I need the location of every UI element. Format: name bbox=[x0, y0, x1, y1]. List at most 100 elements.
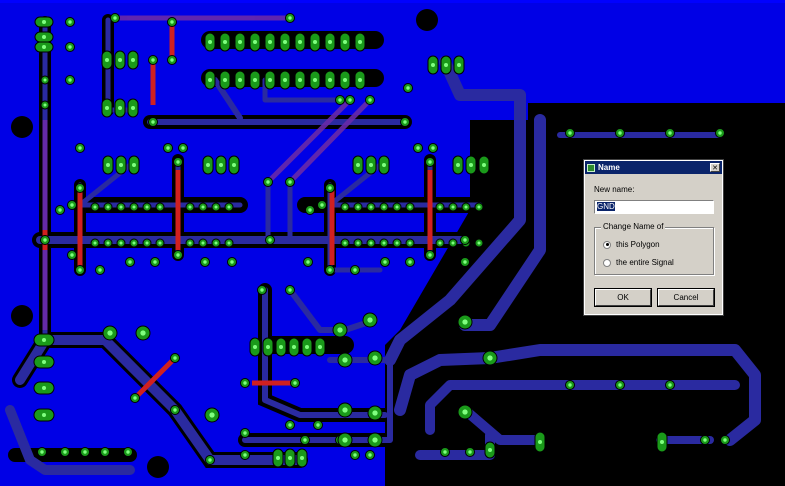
pad-drill bbox=[132, 241, 136, 245]
component-pads[interactable] bbox=[33, 13, 730, 468]
pad-drill bbox=[356, 205, 360, 209]
pad-drill bbox=[305, 345, 309, 349]
pad-drill bbox=[382, 163, 386, 167]
pad-drill bbox=[266, 345, 270, 349]
pad-drill bbox=[118, 58, 122, 62]
pad-drill bbox=[170, 58, 174, 62]
pad-drill bbox=[568, 383, 572, 387]
pad-drill bbox=[40, 450, 44, 454]
pad-drill bbox=[343, 40, 347, 44]
pad-drill bbox=[463, 238, 467, 242]
pad-drill bbox=[151, 120, 155, 124]
cancel-button[interactable]: Cancel bbox=[657, 288, 715, 307]
pad-drill bbox=[443, 450, 447, 454]
pad-drill bbox=[368, 98, 372, 102]
pad-drill bbox=[208, 78, 212, 82]
new-name-input[interactable]: GND bbox=[594, 200, 714, 214]
pad-drill bbox=[223, 40, 227, 44]
pad-drill bbox=[477, 205, 481, 209]
pad-drill bbox=[113, 16, 117, 20]
pad-drill bbox=[395, 241, 399, 245]
app-icon bbox=[587, 163, 595, 172]
radio-this-polygon-control[interactable] bbox=[603, 240, 611, 249]
pad-drill bbox=[451, 205, 455, 209]
radio-this-polygon[interactable]: this Polygon bbox=[603, 240, 660, 249]
pad-drill bbox=[70, 253, 74, 257]
pad-drill bbox=[372, 410, 378, 416]
pad-drill bbox=[703, 438, 707, 442]
pad-drill bbox=[660, 440, 664, 444]
pad-drill bbox=[119, 163, 123, 167]
pad-drill bbox=[318, 345, 322, 349]
pad-drill bbox=[403, 120, 407, 124]
pad-drill bbox=[487, 355, 493, 361]
pad-drill bbox=[145, 241, 149, 245]
pad-drill bbox=[98, 268, 102, 272]
pad-drill bbox=[337, 327, 343, 333]
pad-drill bbox=[266, 180, 270, 184]
pad-drill bbox=[133, 396, 137, 400]
pad-drill bbox=[358, 78, 362, 82]
pad-drill bbox=[42, 338, 46, 342]
pad-drill bbox=[368, 453, 372, 457]
ok-button[interactable]: OK bbox=[594, 288, 652, 307]
pad-drill bbox=[395, 205, 399, 209]
pad-drill bbox=[468, 450, 472, 454]
pad-drill bbox=[293, 381, 297, 385]
pad-drill bbox=[119, 205, 123, 209]
radio-entire-signal[interactable]: the entire Signal bbox=[603, 258, 674, 267]
pad-drill bbox=[348, 98, 352, 102]
pad-drill bbox=[406, 86, 410, 90]
radio-entire-signal-control[interactable] bbox=[603, 258, 611, 267]
pad-drill bbox=[462, 409, 468, 415]
pad-drill bbox=[232, 163, 236, 167]
pad-drill bbox=[68, 20, 72, 24]
pad-drill bbox=[83, 450, 87, 454]
pad-drill bbox=[170, 20, 174, 24]
pad-drill bbox=[227, 241, 231, 245]
pad-drill bbox=[288, 180, 292, 184]
pad-drill bbox=[42, 413, 46, 417]
pad-drill bbox=[126, 450, 130, 454]
dialog-titlebar[interactable]: Name ✕ bbox=[585, 161, 722, 174]
radio-this-polygon-label: this Polygon bbox=[616, 240, 660, 249]
pad-drill bbox=[438, 241, 442, 245]
pad-drill bbox=[238, 40, 242, 44]
pad-drill bbox=[78, 268, 82, 272]
pad-drill bbox=[78, 186, 82, 190]
pad-drill bbox=[367, 317, 373, 323]
pad-drill bbox=[279, 345, 283, 349]
radio-selected-dot bbox=[605, 243, 609, 246]
pad-drill bbox=[382, 241, 386, 245]
pad-drill bbox=[372, 355, 378, 361]
pad-drill bbox=[253, 345, 257, 349]
pad-drill bbox=[298, 78, 302, 82]
pad-drill bbox=[42, 35, 46, 39]
pad-drill bbox=[276, 456, 280, 460]
pad-drill bbox=[227, 205, 231, 209]
pad-drill bbox=[428, 253, 432, 257]
pad-drill bbox=[431, 63, 435, 67]
pad-drill bbox=[463, 260, 467, 264]
pad-drill bbox=[68, 45, 72, 49]
airwires bbox=[42, 15, 372, 330]
pad-drill bbox=[103, 450, 107, 454]
pad-drill bbox=[444, 63, 448, 67]
pad-drill bbox=[353, 268, 357, 272]
pad-drill bbox=[118, 106, 122, 110]
pad-drill bbox=[342, 407, 348, 413]
pad-drill bbox=[343, 241, 347, 245]
close-icon[interactable]: ✕ bbox=[710, 163, 720, 172]
pad-drill bbox=[342, 357, 348, 363]
top-layer-jumpers bbox=[42, 22, 433, 400]
pad-drill bbox=[464, 205, 468, 209]
pad-drill bbox=[383, 260, 387, 264]
pad-drill bbox=[132, 163, 136, 167]
pad-drill bbox=[58, 208, 62, 212]
pad-drill bbox=[223, 78, 227, 82]
pad-drill bbox=[382, 205, 386, 209]
pad-drill bbox=[457, 63, 461, 67]
pad-drill bbox=[43, 78, 47, 82]
pad-drill bbox=[283, 40, 287, 44]
pad-drill bbox=[482, 163, 486, 167]
